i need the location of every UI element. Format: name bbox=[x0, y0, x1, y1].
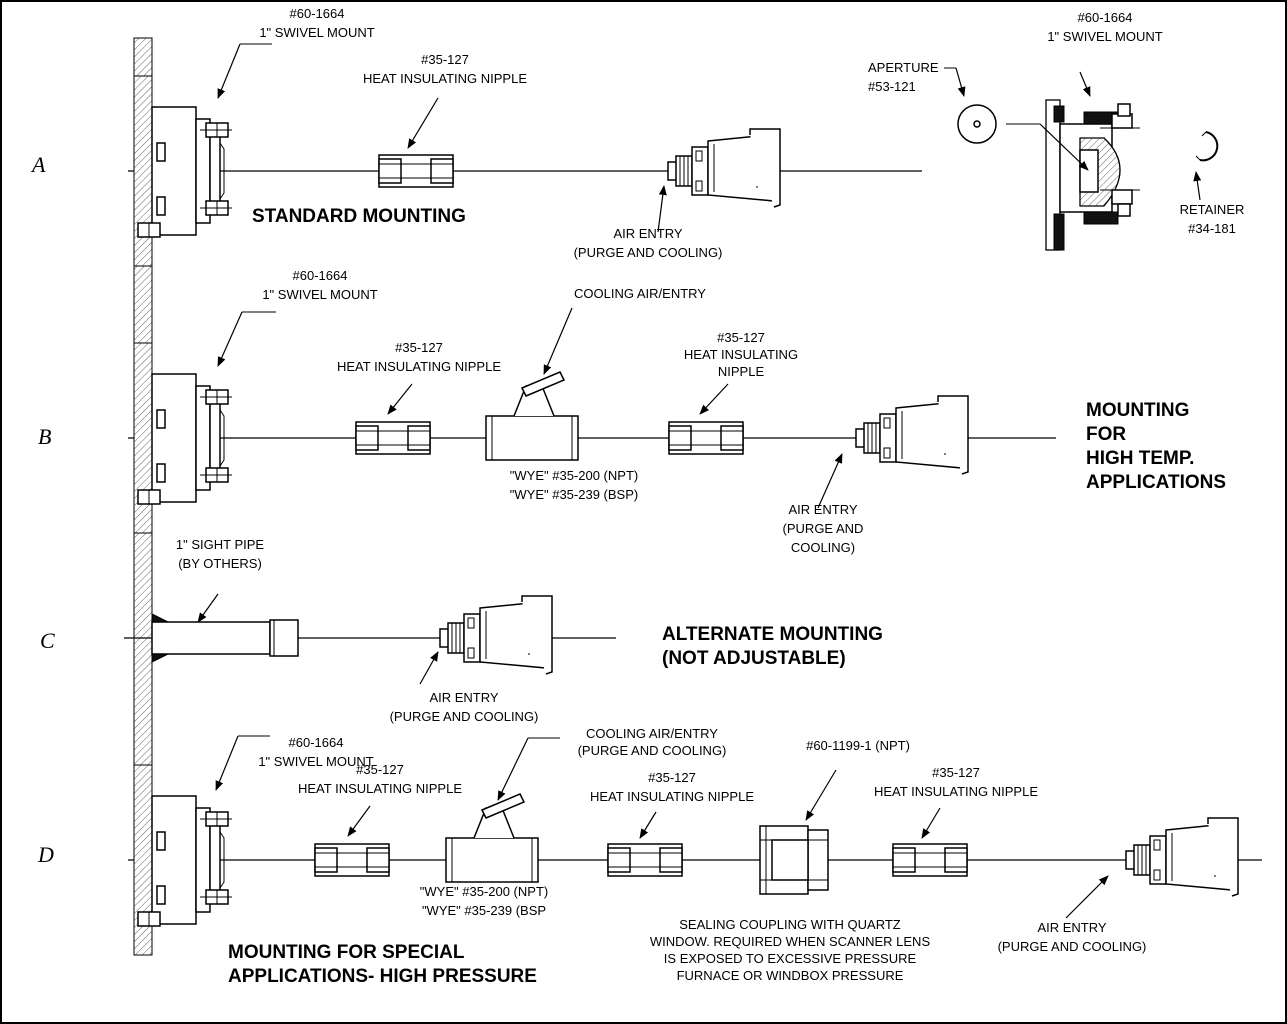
label-d-air-purge: (PURGE AND COOLING) bbox=[998, 939, 1147, 954]
label-d-seal-line1: SEALING COUPLING WITH QUARTZ bbox=[679, 917, 901, 932]
label-a-air-entry: AIR ENTRY bbox=[613, 226, 682, 241]
label-d-swivel-name: 1" SWIVEL MOUNT bbox=[258, 754, 373, 769]
label-d-nipple3-num: #35-127 bbox=[932, 765, 980, 780]
swivel-mount-a bbox=[133, 75, 233, 267]
label-c-air-purge: (PURGE AND COOLING) bbox=[390, 709, 539, 724]
label-b-nipple-name: HEAT INSULATING NIPPLE bbox=[337, 359, 501, 374]
scanner-a bbox=[667, 128, 781, 208]
row-letter-b: B bbox=[38, 424, 51, 449]
label-d-wye-npt: "WYE" #35-200 (NPT) bbox=[420, 884, 548, 899]
label-a-air-purge: (PURGE AND COOLING) bbox=[574, 245, 723, 260]
label-b-air-purge: (PURGE AND bbox=[783, 521, 864, 536]
title-b-line1: MOUNTING bbox=[1086, 400, 1189, 421]
label-d-cooling: COOLING AIR/ENTRY bbox=[586, 726, 718, 741]
row-letter-c: C bbox=[40, 628, 55, 653]
label-d-nipple3-name: HEAT INSULATING NIPPLE bbox=[874, 784, 1038, 799]
aperture-detail bbox=[957, 99, 1219, 251]
label-c-by-others: (BY OTHERS) bbox=[178, 556, 262, 571]
label-a-swivel-name: 1" SWIVEL MOUNT bbox=[259, 25, 374, 40]
row-a-assembly bbox=[128, 75, 922, 267]
title-b-line4: APPLICATIONS bbox=[1086, 472, 1226, 493]
title-d-line2: APPLICATIONS- HIGH PRESSURE bbox=[228, 966, 537, 987]
swivel-mount-d bbox=[133, 764, 233, 956]
label-retainer: RETAINER bbox=[1180, 202, 1245, 217]
row-letter-a: A bbox=[30, 152, 46, 177]
label-d-nipple-name: HEAT INSULATING NIPPLE bbox=[298, 781, 462, 796]
label-b-air-entry: AIR ENTRY bbox=[788, 502, 857, 517]
nipple-d2 bbox=[607, 843, 683, 877]
nipple-b1 bbox=[355, 421, 431, 455]
title-b-line3: HIGH TEMP. bbox=[1086, 448, 1194, 469]
label-a-detail-swivel-name: 1" SWIVEL MOUNT bbox=[1047, 29, 1162, 44]
label-d-nipple-num: #35-127 bbox=[356, 762, 404, 777]
label-b-wye-npt: "WYE" #35-200 (NPT) bbox=[510, 468, 638, 483]
title-b-line2: FOR bbox=[1086, 424, 1126, 445]
sealing-coupling bbox=[759, 825, 829, 895]
nipple-d3 bbox=[892, 843, 968, 877]
label-d-nipple2-num: #35-127 bbox=[648, 770, 696, 785]
label-d-seal-line4: FURNACE OR WINDBOX PRESSURE bbox=[677, 968, 904, 983]
label-b-nipple-num: #35-127 bbox=[395, 340, 443, 355]
label-b-air-cooling: COOLING) bbox=[791, 540, 855, 555]
swivel-mount-b bbox=[133, 342, 233, 534]
title-a-standard-mounting: STANDARD MOUNTING bbox=[252, 206, 466, 227]
label-b-cooling: COOLING AIR/ENTRY bbox=[574, 286, 706, 301]
label-b-wye-bsp: "WYE" #35-239 (BSP) bbox=[510, 487, 638, 502]
label-d-wye-bsp: "WYE" #35-239 (BSP bbox=[422, 903, 546, 918]
row-d-assembly bbox=[128, 764, 1262, 956]
label-aperture: APERTURE bbox=[868, 60, 939, 75]
label-b-nipple2-l2: NIPPLE bbox=[718, 364, 765, 379]
label-a-swivel-num: #60-1664 bbox=[290, 6, 345, 21]
title-d-line1: MOUNTING FOR SPECIAL bbox=[228, 942, 465, 963]
title-c-line2: (NOT ADJUSTABLE) bbox=[662, 648, 846, 669]
label-a-nipple-num: #35-127 bbox=[421, 52, 469, 67]
label-b-swivel-name: 1" SWIVEL MOUNT bbox=[262, 287, 377, 302]
nipple-d1 bbox=[314, 843, 390, 877]
nipple-a bbox=[378, 154, 454, 188]
label-d-swivel-num: #60-1664 bbox=[289, 735, 344, 750]
label-d-air-entry: AIR ENTRY bbox=[1037, 920, 1106, 935]
title-c-line1: ALTERNATE MOUNTING bbox=[662, 624, 883, 645]
label-d-seal-line3: IS EXPOSED TO EXCESSIVE PRESSURE bbox=[664, 951, 917, 966]
row-letter-d: D bbox=[37, 842, 54, 867]
label-d-nipple2-name: HEAT INSULATING NIPPLE bbox=[590, 789, 754, 804]
label-a-detail-swivel-num: #60-1664 bbox=[1078, 10, 1133, 25]
label-d-coupling-num: #60-1199-1 (NPT) bbox=[806, 738, 910, 753]
wye-b bbox=[485, 371, 579, 461]
label-d-seal-line2: WINDOW. REQUIRED WHEN SCANNER LENS bbox=[650, 934, 931, 949]
wye-d bbox=[445, 793, 539, 883]
label-a-nipple-name: HEAT INSULATING NIPPLE bbox=[363, 71, 527, 86]
scanner-c bbox=[439, 595, 553, 675]
label-b-swivel-num: #60-1664 bbox=[293, 268, 348, 283]
nipple-b2 bbox=[668, 421, 744, 455]
label-retainer-num: #34-181 bbox=[1188, 221, 1236, 236]
sight-pipe bbox=[151, 621, 271, 655]
label-b-nipple2-num: #35-127 bbox=[717, 330, 765, 345]
row-c-assembly bbox=[124, 595, 616, 675]
label-aperture-num: #53-121 bbox=[868, 79, 916, 94]
row-b-assembly bbox=[128, 342, 1056, 534]
label-c-air-entry: AIR ENTRY bbox=[429, 690, 498, 705]
label-c-sight-pipe: 1" SIGHT PIPE bbox=[176, 537, 265, 552]
label-b-nipple2-l1: HEAT INSULATING bbox=[684, 347, 798, 362]
label-d-cooling-purge: (PURGE AND COOLING) bbox=[578, 743, 727, 758]
scanner-b bbox=[855, 395, 969, 475]
scanner-d bbox=[1125, 817, 1239, 897]
